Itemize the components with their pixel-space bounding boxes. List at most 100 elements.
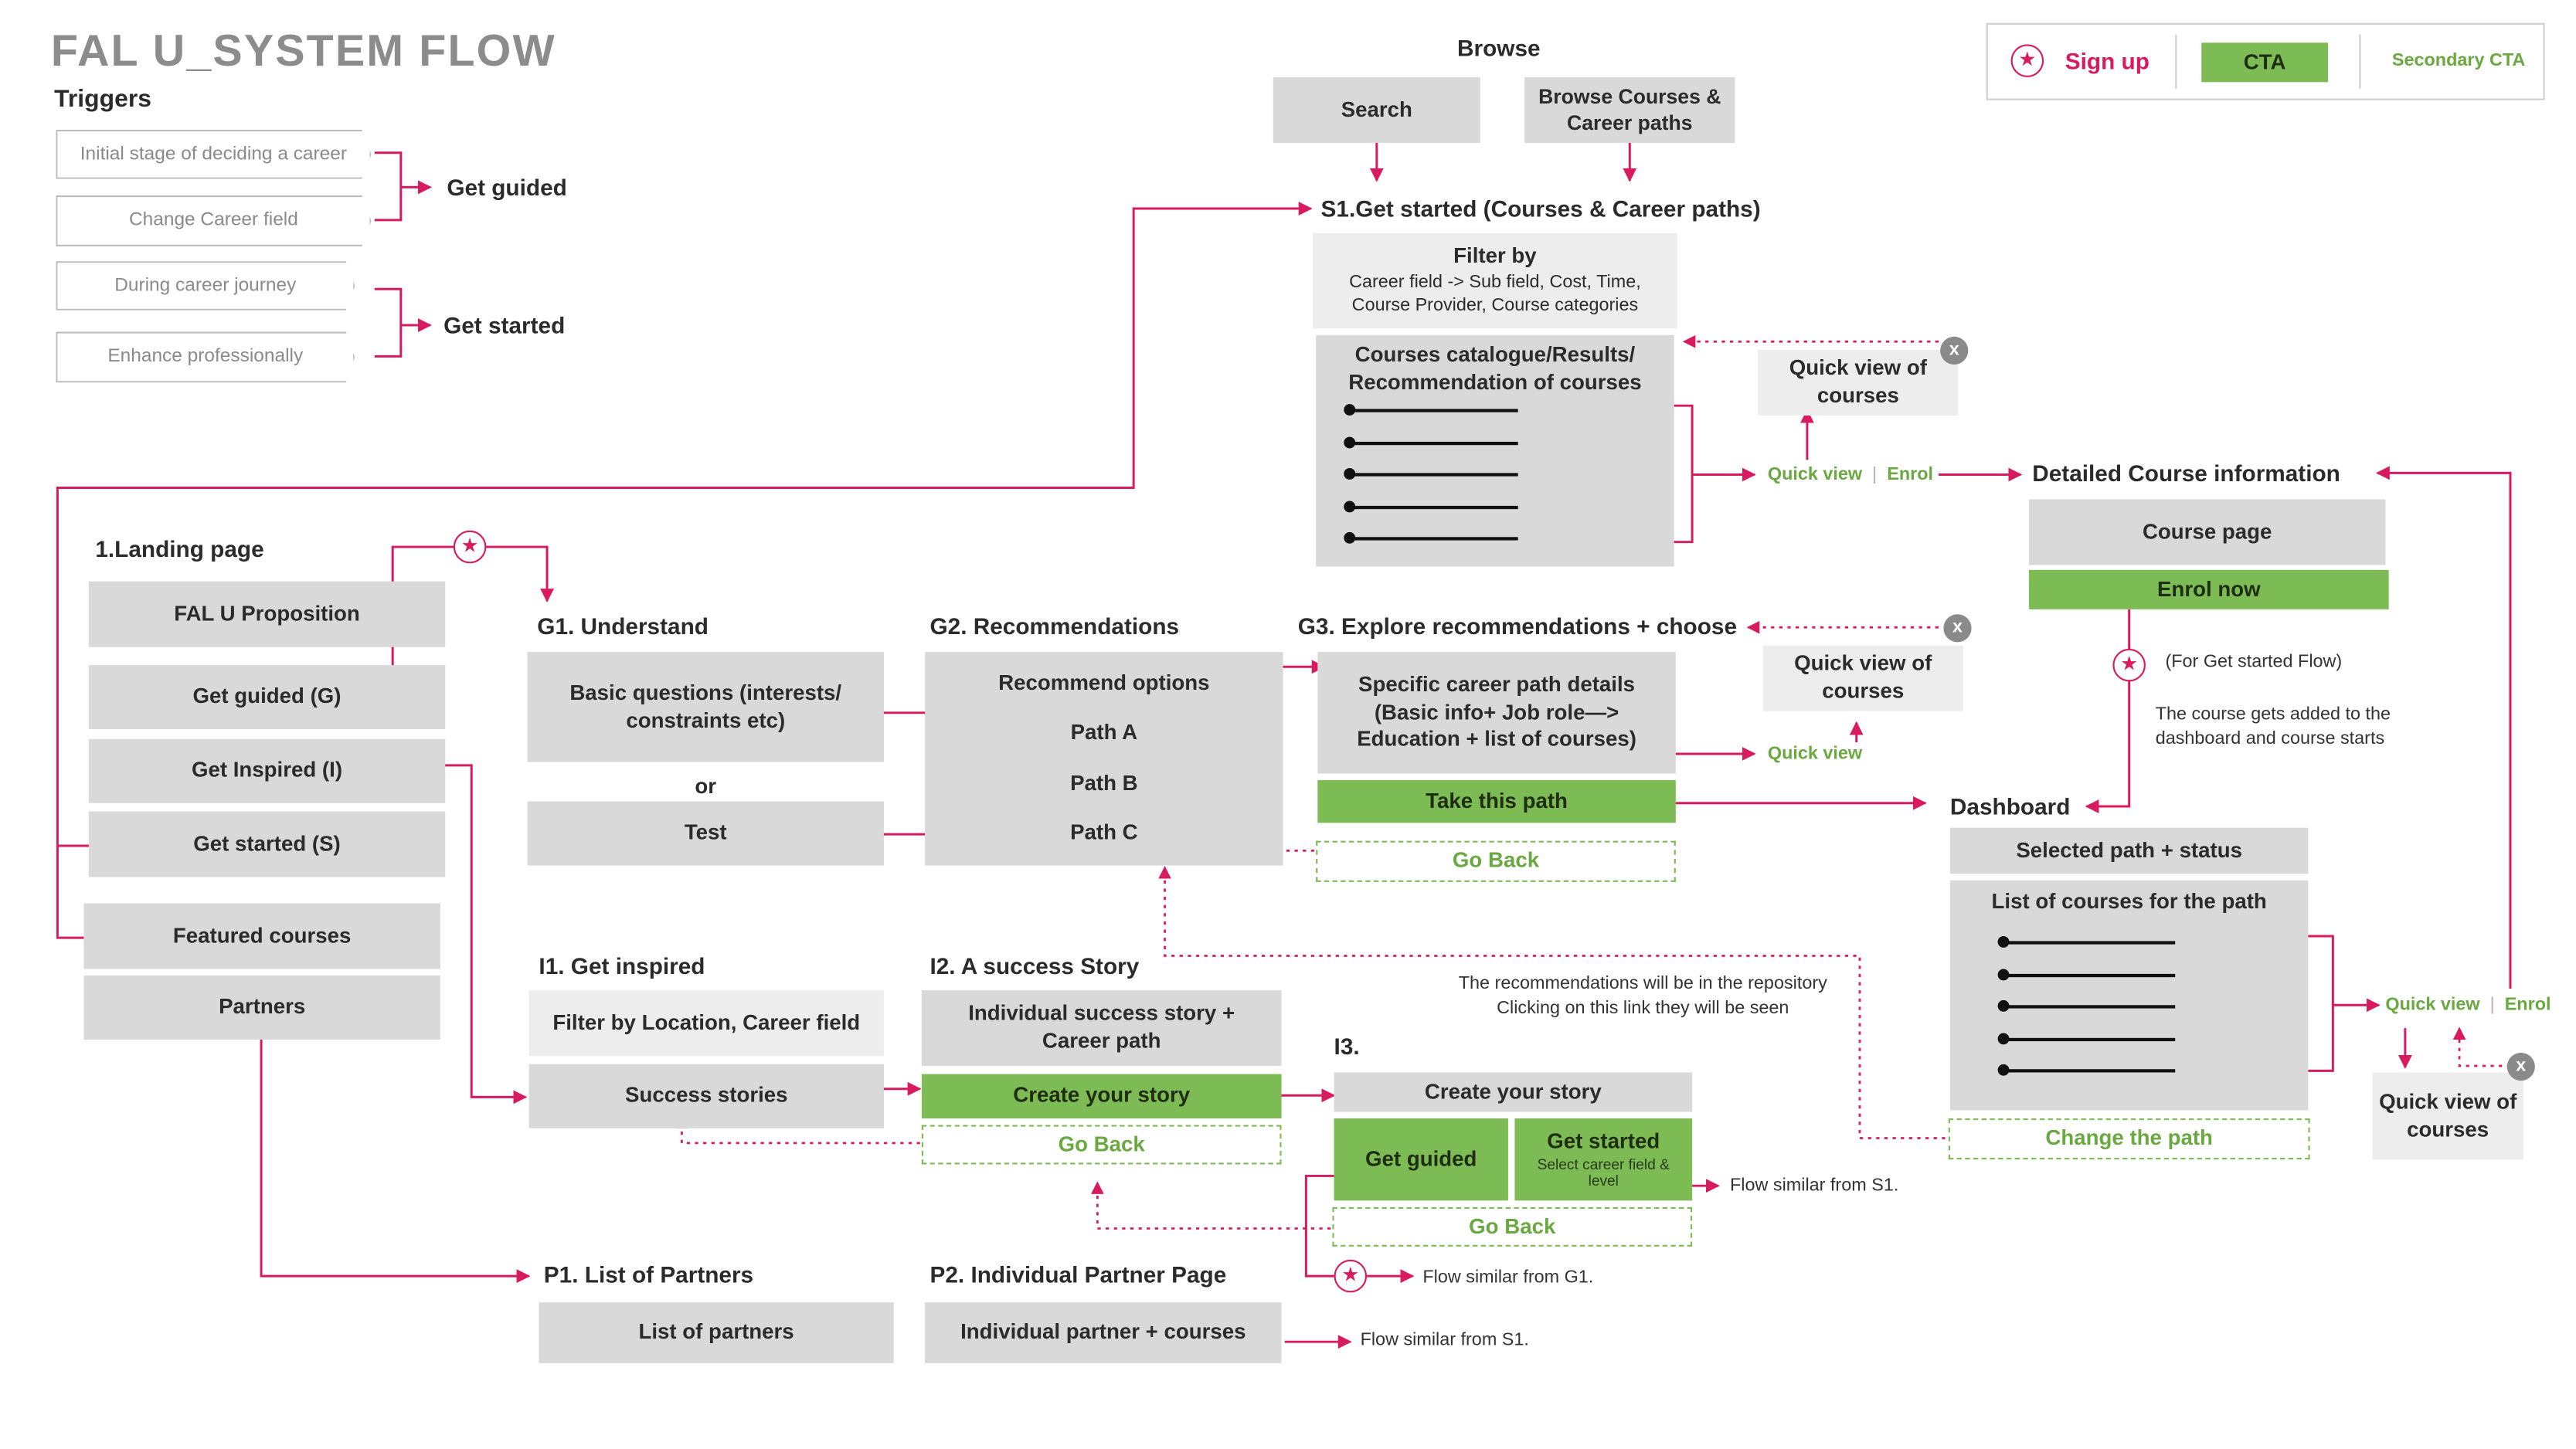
g3-path-details: Specific career path details (Basic info… bbox=[1317, 652, 1676, 774]
i1-filter[interactable]: Filter by Location, Career field bbox=[528, 990, 884, 1057]
s1-quick-view-enrol: Quick view | Enrol bbox=[1767, 464, 1934, 485]
take-this-path-button[interactable]: Take this path bbox=[1317, 779, 1676, 823]
get-started-label: Get started bbox=[443, 311, 566, 339]
s1-catalogue: Courses catalogue/Results/ Recommendatio… bbox=[1316, 334, 1674, 567]
s1-quick-view-box[interactable]: Quick view of courses bbox=[1758, 349, 1959, 416]
triggers-title: Triggers bbox=[54, 85, 152, 114]
g2-recommendations: Recommend options Path A Path B Path C bbox=[925, 652, 1283, 866]
p1-title: P1. List of Partners bbox=[543, 1261, 754, 1288]
landing-proposition: FAL U Proposition bbox=[88, 581, 446, 647]
i3-create-story: Create your story bbox=[1334, 1072, 1693, 1112]
g3-quick-view-box[interactable]: Quick view of courses bbox=[1762, 645, 1963, 711]
p1-list-of-partners[interactable]: List of partners bbox=[539, 1302, 894, 1363]
i3-get-started-label: Get started bbox=[1547, 1128, 1660, 1153]
wire-enrol-detailed bbox=[2375, 466, 2512, 989]
landing-get-inspired-button[interactable]: Get Inspired (I) bbox=[88, 738, 446, 803]
g1-basic-questions[interactable]: Basic questions (interests/ constraints … bbox=[527, 652, 884, 762]
dashboard-list-title: List of courses for the path bbox=[1991, 888, 2267, 914]
g2-recommend-options: Recommend options bbox=[998, 670, 1210, 694]
star-circle-icon: ★ bbox=[2112, 648, 2146, 682]
bracket-get-guided bbox=[374, 151, 430, 222]
i3-go-back-button[interactable]: Go Back bbox=[1332, 1206, 1693, 1247]
detailed-title: Detailed Course information bbox=[2032, 460, 2340, 487]
p2-title: P2. Individual Partner Page bbox=[929, 1261, 1227, 1288]
g3-go-back-button[interactable]: Go Back bbox=[1316, 840, 1676, 882]
star-circle-icon: ★ bbox=[2010, 44, 2044, 77]
p2-flow-s1-note: Flow similar from S1. bbox=[1360, 1330, 1529, 1350]
i2-create-story-button[interactable]: Create your story bbox=[921, 1074, 1282, 1119]
s1-enrol-link[interactable]: Enrol bbox=[1887, 464, 1934, 485]
g3-quick-view-link[interactable]: Quick view bbox=[1767, 744, 1863, 764]
dotted-qv-dashboard bbox=[2452, 1027, 2510, 1067]
wire-enrol-dashboard bbox=[2085, 609, 2131, 813]
star-circle-icon: ★ bbox=[1334, 1259, 1368, 1293]
for-flow-note: (For Get started Flow) bbox=[2165, 652, 2343, 672]
search-button[interactable]: Search bbox=[1273, 76, 1480, 143]
close-icon[interactable]: x bbox=[1943, 614, 1972, 643]
i2-title: I2. A success Story bbox=[929, 952, 1140, 979]
dashboard-quick-view-enrol: Quick view | Enrol bbox=[2385, 995, 2551, 1016]
g2-path-c[interactable]: Path C bbox=[1070, 820, 1138, 845]
close-icon[interactable]: x bbox=[2506, 1052, 2535, 1081]
g2-path-a[interactable]: Path A bbox=[1070, 719, 1138, 745]
star-circle-icon: ★ bbox=[453, 530, 487, 564]
landing-partners[interactable]: Partners bbox=[83, 976, 440, 1040]
landing-get-started-button[interactable]: Get started (S) bbox=[88, 811, 446, 877]
i2-go-back-button[interactable]: Go Back bbox=[921, 1125, 1282, 1165]
i3-get-started-sub: Select career field & level bbox=[1537, 1155, 1670, 1190]
p2-individual-partner[interactable]: Individual partner + courses bbox=[925, 1302, 1282, 1363]
change-path-button[interactable]: Change the path bbox=[1948, 1118, 2310, 1160]
landing-title: 1.Landing page bbox=[95, 535, 264, 562]
browse-title: Browse bbox=[1457, 34, 1541, 61]
g1-test[interactable]: Test bbox=[527, 801, 884, 866]
trigger-item: Initial stage of deciding a career bbox=[56, 129, 372, 179]
i3-flow-s1-note: Flow similar from S1. bbox=[1729, 1176, 1899, 1196]
i3-title: I3. bbox=[1334, 1033, 1360, 1060]
trigger-item: Change Career field bbox=[56, 195, 372, 246]
dashboard-quick-view-link[interactable]: Quick view bbox=[2385, 995, 2480, 1016]
i2-success-story: Individual success story + Career path bbox=[921, 990, 1282, 1066]
g1-title: G1. Understand bbox=[537, 613, 709, 640]
s1-quick-view-link[interactable]: Quick view bbox=[1767, 464, 1863, 485]
dotted-goback-i2 bbox=[1091, 1181, 1331, 1230]
i3-get-guided-button[interactable]: Get guided bbox=[1334, 1118, 1508, 1201]
s1-title: S1.Get started (Courses & Career paths) bbox=[1320, 195, 1761, 222]
g3-title: G3. Explore recommendations + choose bbox=[1297, 613, 1738, 640]
g1-or: or bbox=[695, 773, 717, 799]
g2-title: G2. Recommendations bbox=[929, 613, 1180, 640]
wire-partners-p1 bbox=[260, 1026, 531, 1284]
legend-signup: Sign up bbox=[2065, 47, 2149, 74]
wire-getstarted-s1 bbox=[56, 202, 1313, 847]
s1-filter-title: Filter by bbox=[1453, 243, 1537, 269]
trigger-item: Enhance professionally bbox=[56, 331, 355, 383]
landing-get-guided-button[interactable]: Get guided (G) bbox=[88, 665, 446, 730]
wire-i3-guided bbox=[1304, 1174, 1334, 1278]
dashboard-quick-view-box[interactable]: Quick view of courses bbox=[2372, 1072, 2523, 1160]
enrol-now-button[interactable]: Enrol now bbox=[2028, 569, 2389, 609]
bracket-get-started bbox=[374, 287, 430, 358]
i3-flow-g1-note: Flow similar from G1. bbox=[1422, 1267, 1594, 1288]
legend-secondary: Secondary CTA bbox=[2391, 50, 2526, 71]
dashboard-selected-path: Selected path + status bbox=[1949, 827, 2309, 874]
i1-title: I1. Get inspired bbox=[539, 952, 705, 979]
success-stories-button[interactable]: Success stories bbox=[528, 1064, 884, 1128]
course-added-note: The course gets added to the dashboard a… bbox=[2155, 704, 2391, 749]
page-title: FAL U_SYSTEM FLOW bbox=[50, 26, 556, 76]
dashboard-enrol-link[interactable]: Enrol bbox=[2504, 995, 2551, 1016]
close-icon[interactable]: x bbox=[1940, 336, 1969, 365]
s1-catalogue-title: Courses catalogue/Results/ Recommendatio… bbox=[1348, 341, 1642, 395]
s1-filter-sub: Career field -> Sub field, Cost, Time, C… bbox=[1349, 273, 1641, 317]
repository-note: The recommendations will be in the repos… bbox=[1458, 973, 1827, 1020]
landing-featured-courses[interactable]: Featured courses bbox=[83, 903, 440, 969]
trigger-item: During career journey bbox=[56, 261, 355, 310]
legend: ★ Sign up CTA Secondary CTA bbox=[1986, 22, 2545, 100]
get-guided-label: Get guided bbox=[447, 174, 567, 201]
s1-filter-box[interactable]: Filter by Career field -> Sub field, Cos… bbox=[1312, 232, 1677, 329]
i3-get-started-button[interactable]: Get started Select career field & level bbox=[1514, 1118, 1693, 1201]
legend-cta: CTA bbox=[2201, 42, 2328, 83]
dashboard-title: Dashboard bbox=[1949, 793, 2071, 820]
browse-courses-button[interactable]: Browse Courses & Career paths bbox=[1524, 76, 1735, 143]
g2-path-b[interactable]: Path B bbox=[1070, 769, 1138, 795]
course-page-box: Course page bbox=[2028, 499, 2386, 565]
